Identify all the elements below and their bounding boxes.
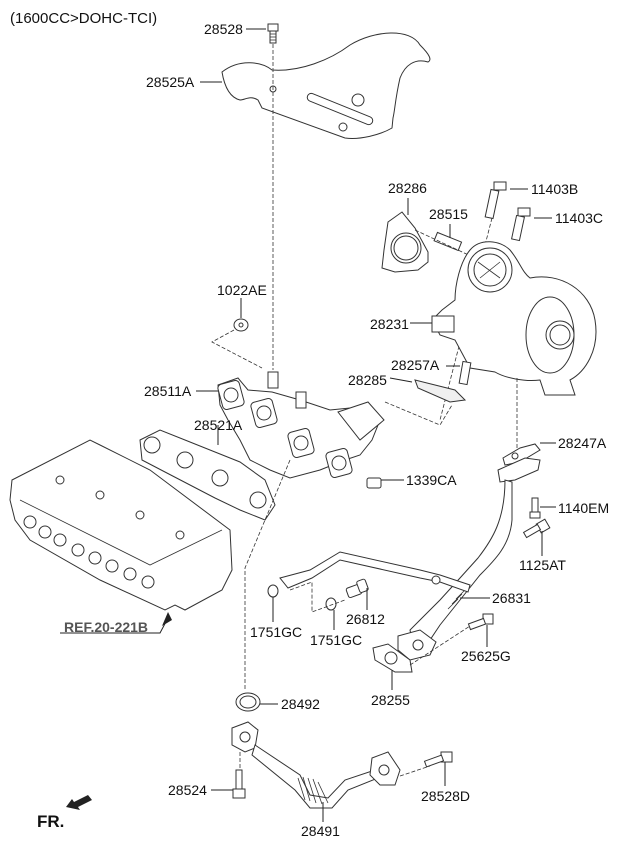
stud-28257A[interactable] xyxy=(458,360,472,386)
leader-lines xyxy=(60,28,556,822)
label-28521A[interactable]: 28521A xyxy=(194,417,243,433)
label-28524[interactable]: 28524 xyxy=(168,782,207,798)
label-25625G[interactable]: 25625G xyxy=(461,648,511,664)
gasket-28247A[interactable] xyxy=(502,443,541,466)
diagram-title: (1600CC>DOHC-TCI) xyxy=(10,10,158,27)
bolt-28528D[interactable] xyxy=(423,751,453,768)
washer-1751GC-b[interactable] xyxy=(325,597,337,611)
gasket-28492[interactable] xyxy=(235,692,261,712)
label-1125AT[interactable]: 1125AT xyxy=(519,557,566,573)
gasket-28521A[interactable] xyxy=(139,429,276,521)
label-1751GC-a[interactable]: 1751GC xyxy=(250,624,303,640)
label-1751GC-b[interactable]: 1751GC xyxy=(310,632,363,648)
reference-label[interactable]: REF.20-221B xyxy=(64,619,149,635)
label-26831[interactable]: 26831 xyxy=(492,590,531,606)
label-28285[interactable]: 28285 xyxy=(348,372,387,388)
exhaust-manifold-28511A[interactable] xyxy=(217,371,385,479)
turbocharger-28231[interactable] xyxy=(431,241,597,396)
label-11403C[interactable]: 11403C xyxy=(555,210,604,226)
label-28511A[interactable]: 28511A xyxy=(144,383,192,399)
label-1022AE[interactable]: 1022AE xyxy=(217,282,267,298)
bolt-28524[interactable] xyxy=(232,769,246,799)
label-11403B[interactable]: 11403B xyxy=(531,181,579,197)
gasket-28286[interactable] xyxy=(381,211,429,273)
bolt-28528[interactable] xyxy=(267,23,279,44)
bolt-1140EM[interactable] xyxy=(529,497,541,519)
label-1339CA[interactable]: 1339CA xyxy=(406,472,457,488)
front-direction-label: FR. xyxy=(37,812,65,831)
bolt-1125AT[interactable] xyxy=(522,518,551,539)
oil-feed-pipe-26831[interactable] xyxy=(279,457,541,661)
label-28286[interactable]: 28286 xyxy=(388,180,427,196)
bolt-11403C[interactable] xyxy=(510,207,531,242)
stud-28515[interactable] xyxy=(414,229,476,259)
label-28515[interactable]: 28515 xyxy=(429,206,468,222)
label-28492[interactable]: 28492 xyxy=(281,696,320,712)
bolt-25625G[interactable] xyxy=(467,613,494,631)
label-28525A[interactable]: 28525A xyxy=(146,74,195,90)
label-28528D[interactable]: 28528D xyxy=(421,788,471,804)
gasket-28285[interactable] xyxy=(414,379,467,403)
banjo-bolt-26812[interactable] xyxy=(345,578,369,599)
label-28255[interactable]: 28255 xyxy=(371,692,410,708)
label-28528[interactable]: 28528 xyxy=(204,21,243,37)
washer-1751GC-a[interactable] xyxy=(267,584,279,598)
label-28491[interactable]: 28491 xyxy=(301,823,340,839)
label-28231[interactable]: 28231 xyxy=(370,316,409,332)
label-26812[interactable]: 26812 xyxy=(346,611,385,627)
label-28257A[interactable]: 28257A xyxy=(391,357,440,373)
cylinder-head xyxy=(9,439,233,611)
label-28247A[interactable]: 28247A xyxy=(558,435,607,451)
oil-return-pipe-28491[interactable] xyxy=(231,721,401,809)
label-1140EM[interactable]: 1140EM xyxy=(558,500,610,516)
bolt-11403B[interactable] xyxy=(484,181,507,220)
nut-1022AE[interactable] xyxy=(233,318,249,332)
heat-shield-28525A[interactable] xyxy=(221,32,431,139)
gasket-28255[interactable] xyxy=(372,643,413,673)
arrow-down-left-icon xyxy=(66,795,92,810)
nut-1339CA[interactable] xyxy=(366,477,382,489)
